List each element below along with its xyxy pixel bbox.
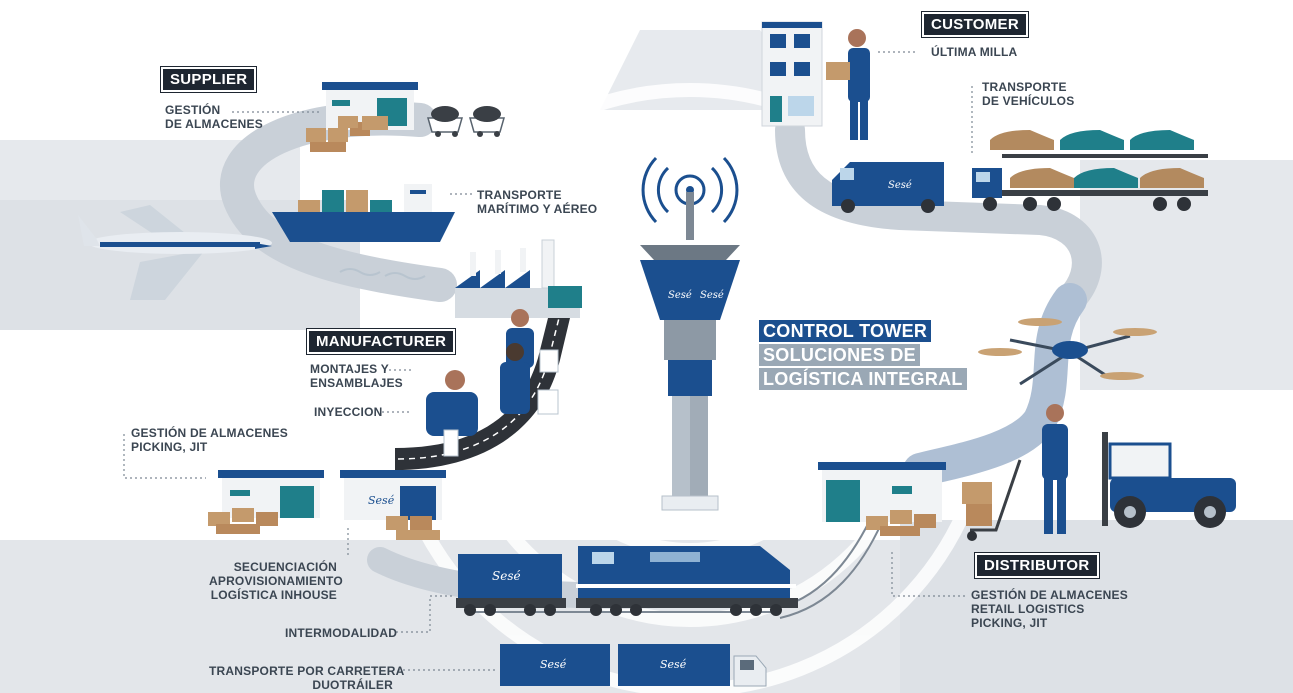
intermodal-label: INTERMODALIDAD [285, 626, 397, 640]
distributor-services-label-line3: PICKING, JIT [971, 616, 1048, 630]
control-tower-heading: CONTROL TOWER [759, 320, 932, 342]
svg-text:Sesé: Sesé [368, 494, 395, 507]
delivery-van: Sesé [832, 162, 944, 213]
distributor-warehouse [818, 462, 946, 536]
distributor-services-label-line1: GESTIÓN DE ALMACENES [971, 588, 1128, 602]
car-carrier-truck [972, 130, 1208, 211]
svg-text:Sesé: Sesé [700, 290, 724, 301]
assembly-label-line1: MONTAJES Y [310, 362, 389, 376]
control-tower-subtitle-line1: SOLUCIONES DE [759, 344, 920, 366]
road-transport-label: TRANSPORTE POR CARRETERA DUOTRÁILER [209, 664, 405, 692]
distributor-services-label: GESTIÓN DE ALMACENES RETAIL LOGISTICS PI… [971, 588, 1128, 630]
duotrailer-truck: Sesé Sesé [500, 644, 767, 687]
warehouse-picking-label: GESTIÓN DE ALMACENES PICKING, JIT [131, 426, 288, 454]
control-tower-subtitle-line2: LOGÍSTICA INTEGRAL [759, 368, 967, 390]
customer-tag: CUSTOMER [921, 11, 1029, 38]
vehicle-transport-label-line2: DE VEHÍCULOS [982, 94, 1075, 108]
last-mile-label: ÚLTIMA MILLA [931, 45, 1017, 59]
sea-air-label-line2: MARÍTIMO Y AÉREO [477, 202, 598, 216]
conveyor-belt [395, 317, 570, 470]
distributor-tag: DISTRIBUTOR [974, 552, 1100, 579]
sea-air-label: TRANSPORTE MARÍTIMO Y AÉREO [477, 188, 597, 216]
intermodal-label-line1: INTERMODALIDAD [285, 626, 398, 640]
airplane-illustration [78, 205, 272, 300]
warehouse-picking-label-line1: GESTIÓN DE ALMACENES [131, 426, 288, 440]
freight-train: Sesé [456, 546, 798, 616]
distributor-worker-forklift [962, 404, 1236, 541]
delivery-drone [978, 318, 1157, 386]
svg-text:Sesé: Sesé [660, 658, 687, 671]
manufacturer-workers [426, 309, 559, 457]
sequencing-label-line1: SECUENCIACIÓN [233, 560, 337, 574]
svg-text:Sesé: Sesé [888, 180, 912, 191]
injection-label-line1: INYECCION [314, 405, 383, 419]
supplier-tag: SUPPLIER [159, 66, 258, 93]
supplier-warehouse [306, 82, 505, 152]
supplier-warehouse-label: GESTIÓN DE ALMACENES [165, 103, 263, 131]
distributor-services-label-line2: RETAIL LOGISTICS [971, 602, 1085, 616]
manufacturer-warehouses: Sesé [208, 470, 446, 540]
leader-lines [123, 51, 973, 671]
vehicle-transport-label-line1: TRANSPORTE [982, 80, 1067, 94]
sequencing-label-line3: LOGÍSTICA INHOUSE [210, 588, 337, 602]
svg-text:Sesé: Sesé [668, 290, 692, 301]
factory [455, 239, 582, 318]
last-mile-label-line1: ÚLTIMA MILLA [931, 45, 1018, 59]
customer-building [761, 21, 870, 140]
vehicle-transport-label: TRANSPORTE DE VEHÍCULOS [982, 80, 1074, 108]
injection-label: INYECCION [314, 405, 382, 419]
supplier-warehouse-label-line2: DE ALMACENES [165, 117, 263, 131]
road-transport-label-line1: TRANSPORTE POR CARRETERA [209, 664, 405, 678]
assembly-label: MONTAJES Y ENSAMBLAJES [310, 362, 403, 390]
assembly-label-line2: ENSAMBLAJES [310, 376, 403, 390]
sea-air-label-line1: TRANSPORTE [477, 188, 562, 202]
svg-text:Sesé: Sesé [492, 569, 521, 583]
road-transport-label-line2: DUOTRÁILER [312, 678, 393, 692]
supplier-warehouse-label-line1: GESTIÓN [165, 103, 221, 117]
svg-text:Sesé: Sesé [540, 658, 567, 671]
manufacturer-tag: MANUFACTURER [305, 328, 457, 355]
warehouse-picking-label-line2: PICKING, JIT [131, 440, 208, 454]
control-tower-title: CONTROL TOWER SOLUCIONES DE LOGÍSTICA IN… [759, 320, 967, 392]
container-ship [272, 184, 455, 280]
sequencing-label-line2: APROVISIONAMIENTO [209, 574, 343, 588]
control-tower-illustration: Sesé Sesé [640, 156, 740, 511]
sequencing-label: SECUENCIACIÓN APROVISIONAMIENTO LOGÍSTIC… [209, 560, 343, 602]
